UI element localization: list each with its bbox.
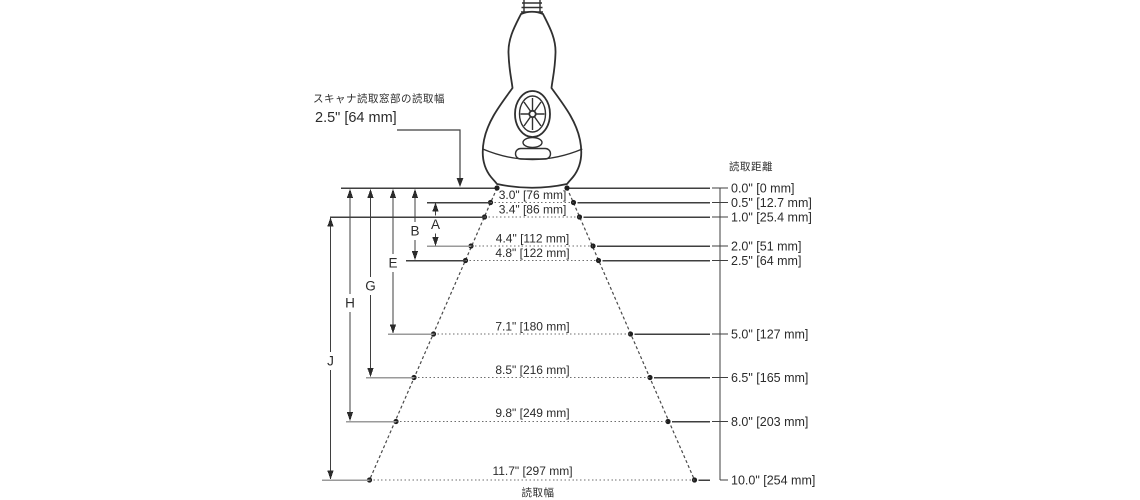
- width-label: 8.5" [216 mm]: [495, 363, 569, 377]
- distance-tick-label: 0.0" [0 mm]: [731, 182, 794, 196]
- width-label: 3.0" [76 mm]: [499, 188, 567, 202]
- scanner-led-oval: [522, 136, 543, 149]
- dimension-arrows: A B E G H J: [327, 189, 440, 480]
- dimension-G: G: [365, 189, 376, 377]
- distance-tick-label: 6.5" [165 mm]: [731, 371, 808, 385]
- width-label: 4.8" [122 mm]: [495, 246, 569, 260]
- width-label: 3.4" [86 mm]: [499, 203, 567, 217]
- distance-tick-label: 0.5" [12.7 mm]: [731, 196, 812, 210]
- width-label: 9.8" [249 mm]: [495, 406, 569, 420]
- callout-leader-line: [397, 129, 461, 181]
- distance-axis: 読取距離 0.0" [0 mm] 0.5" [12.7 mm] 1.0" [25…: [712, 160, 815, 488]
- width-label: 7.1" [180 mm]: [495, 320, 569, 334]
- dimension-H: H: [345, 189, 355, 421]
- distance-tick-label: 2.5" [64 mm]: [731, 254, 801, 268]
- scanner-window-callout-title: スキャナ読取窓部の読取幅: [313, 92, 445, 105]
- dimension-A: A: [431, 202, 440, 246]
- dimension-letter: E: [388, 256, 397, 271]
- callout-arrowhead-icon: [456, 178, 464, 187]
- distance-tick-label: 8.0" [203 mm]: [731, 415, 808, 429]
- width-label: 11.7" [297 mm]: [492, 464, 572, 478]
- distance-tick-label: 2.0" [51 mm]: [731, 240, 801, 254]
- dimension-letter: G: [365, 279, 376, 294]
- distance-tick-label: 1.0" [25.4 mm]: [731, 211, 812, 225]
- dimension-B: B: [410, 189, 420, 260]
- distance-axis-title: 読取距離: [729, 160, 773, 173]
- width-value-labels: 3.0" [76 mm] 3.4" [86 mm] 4.4" [112 mm] …: [492, 188, 572, 478]
- distance-tick-label: 5.0" [127 mm]: [731, 328, 808, 342]
- distance-tick-label: 10.0" [254 mm]: [731, 474, 815, 488]
- scanner-window-callout: スキャナ読取窓部の読取幅 2.5" [64 mm]: [313, 92, 464, 187]
- width-axis-title: 読取幅: [522, 486, 555, 499]
- scanner-window-callout-value: 2.5" [64 mm]: [315, 110, 397, 126]
- width-lines: [322, 201, 710, 481]
- width-label: 4.4" [112 mm]: [496, 232, 569, 246]
- scanner-illustration: [481, 0, 583, 189]
- scanner-nose-seam: [482, 148, 583, 161]
- dimension-J: J: [327, 217, 334, 480]
- dimension-letter: J: [327, 354, 334, 369]
- dimension-letter: H: [345, 296, 355, 311]
- dimension-E: E: [388, 189, 398, 334]
- scanner-speaker-grille: [514, 90, 551, 138]
- dimension-letter: A: [431, 217, 440, 232]
- dimension-letter: B: [410, 224, 419, 239]
